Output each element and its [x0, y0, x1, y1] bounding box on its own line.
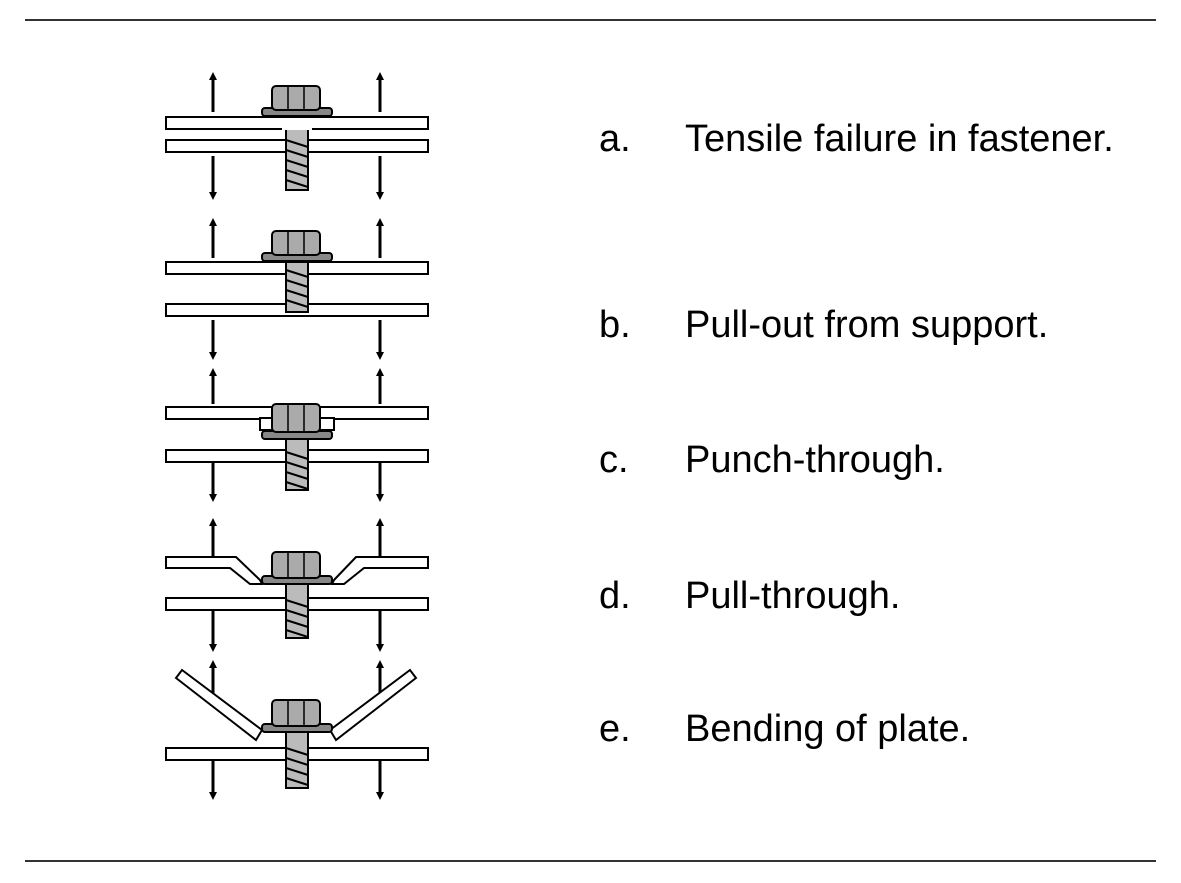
caption-e-text: Bending of plate. [685, 708, 971, 750]
caption-c-text: Punch-through. [685, 439, 945, 481]
caption-e-letter: e. [599, 708, 631, 750]
panel-d-pull-through [165, 518, 429, 652]
caption-a-letter: a. [599, 118, 631, 160]
caption-c-letter: c. [599, 439, 629, 481]
panel-a-tensile-failure [165, 72, 429, 200]
caption-d-text: Pull-through. [685, 575, 901, 617]
caption-b-text: Pull-out from support. [685, 304, 1049, 346]
top-rule [25, 19, 1156, 21]
panel-b-pull-out [165, 218, 429, 360]
caption-a-text: Tensile failure in fastener. [685, 118, 1114, 160]
panel-c-punch-through [165, 368, 429, 502]
caption-d-letter: d. [599, 575, 631, 617]
bottom-rule [25, 860, 1156, 862]
panel-e-bending [165, 660, 429, 800]
caption-b-letter: b. [599, 304, 631, 346]
